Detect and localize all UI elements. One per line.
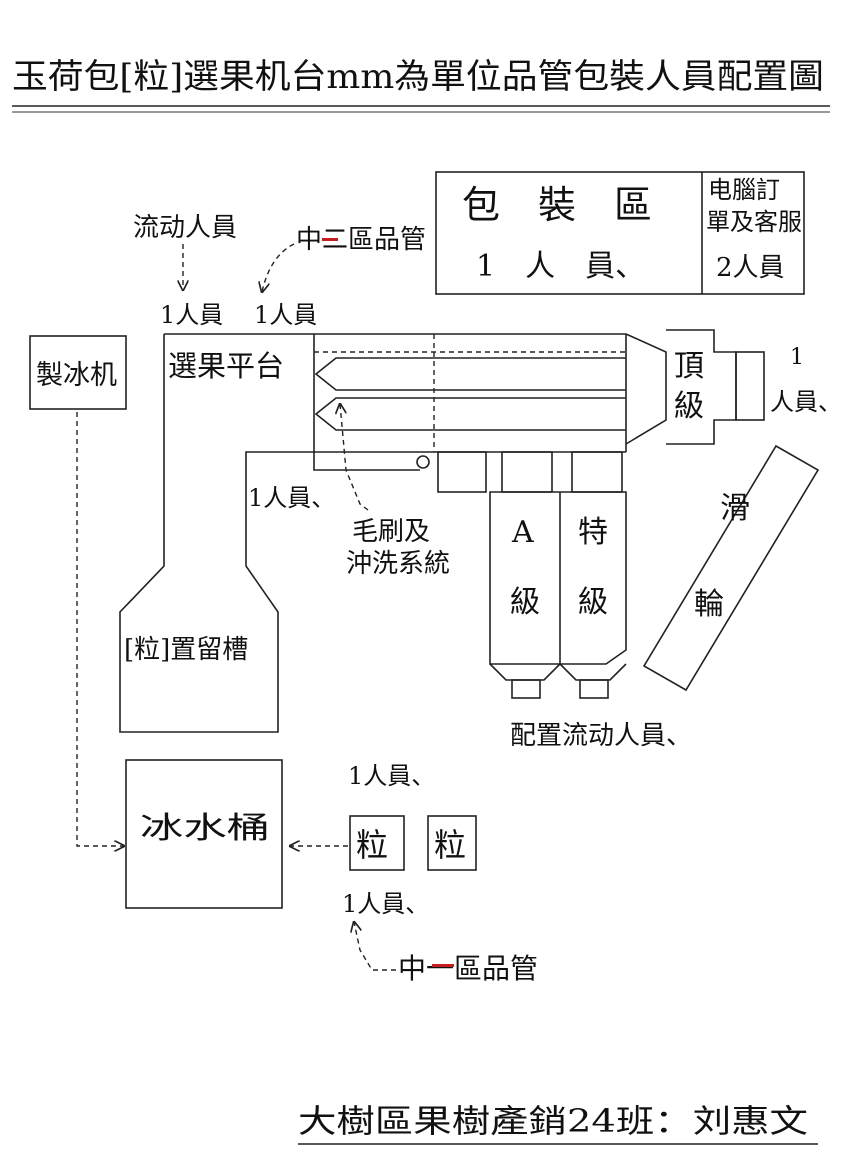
mid-qc-arrow — [262, 243, 295, 292]
grade-a-outlet — [511, 679, 541, 699]
staff-1b-label: 1人員 — [254, 301, 317, 329]
top-grade-bin — [735, 351, 765, 421]
fruit-box-2 — [427, 815, 477, 871]
bin-small-1 — [437, 451, 487, 493]
mid-qc-red-stroke — [322, 238, 338, 241]
ice-bucket-box — [125, 759, 283, 909]
packing-area-box — [435, 171, 805, 295]
lower-qc-arrow — [354, 922, 396, 971]
top-grade-funnel — [625, 333, 667, 445]
grade-special-spout — [559, 663, 627, 681]
grade-special-char-1: 特 — [578, 515, 608, 550]
brush-system-label-1: 毛刷及 — [352, 517, 430, 547]
grade-a-char-1: A — [511, 515, 534, 550]
right-staff-2: 人員、 — [770, 388, 842, 416]
holding-tank-label: [粒]置留槽 — [124, 635, 248, 665]
packing-area-title: 包 裝 區 — [462, 183, 652, 227]
mobile-staff-label: 流动人員 — [133, 213, 237, 243]
brush-system-label-2: 沖洗系統 — [346, 549, 450, 579]
brush-system-arrow — [340, 404, 369, 511]
order-service-title-2: 單及客服 — [706, 208, 802, 236]
order-service-title-1: 电腦訂 — [708, 176, 780, 204]
grade-hoppers-outline — [489, 491, 627, 665]
slide-wheel-chute — [642, 444, 820, 692]
grade-a-char-2: 級 — [510, 585, 540, 620]
bin-small-3 — [571, 451, 623, 493]
lower-qc-red-stroke — [432, 964, 454, 967]
grade-a-spout — [489, 663, 561, 681]
grade-special-char-2: 級 — [578, 585, 608, 620]
right-staff-1: 1 — [790, 345, 804, 370]
top-grade-box — [666, 329, 737, 445]
staff-1a-label: 1人員 — [160, 301, 223, 329]
holding-tank-outline — [119, 334, 420, 733]
grade-top-char-1: 頂 — [674, 349, 704, 384]
staff-left-label: 1人員、 — [248, 484, 335, 512]
page-title: 玉荷包[粒]選果机台mm為單位品管包裝人員配置圖 — [12, 57, 824, 97]
grade-top-char-2: 級 — [674, 389, 704, 424]
mid-qc-label: 中二區品管 — [296, 225, 426, 255]
conveyor-lane-1 — [314, 357, 626, 391]
fruit-box-1-label: 粒 — [356, 826, 388, 864]
conveyor-lane-2 — [314, 397, 626, 431]
fruit-box-2-label: 粒 — [434, 826, 466, 864]
staff-top-label: 1人員、 — [348, 762, 435, 790]
grade-special-outlet — [579, 679, 609, 699]
sorting-platform-label: 選果平台 — [168, 349, 284, 383]
ice-bucket-label: 冰水桶 — [140, 811, 270, 846]
bin-small-2 — [501, 451, 553, 493]
slide-wheel-char-2: 輪 — [694, 587, 724, 622]
ice-machine-box — [29, 335, 127, 410]
staff-bottom-label: 1人員、 — [342, 890, 429, 918]
mobile-config-label: 配置流动人員、 — [510, 721, 692, 751]
order-service-staff: 2人員 — [716, 253, 785, 283]
fruit-box-1 — [349, 815, 405, 871]
ice-machine-label: 製冰机 — [36, 360, 117, 391]
roller-icon — [416, 455, 430, 469]
packing-area-staff: 1 人 員、 — [476, 249, 645, 284]
footer-credit: 大樹區果樹產銷24班：刘惠文 — [298, 1102, 808, 1140]
slide-wheel-char-1: 滑 — [720, 491, 750, 526]
lower-qc-label: 中一區品管 — [398, 952, 538, 985]
ice-machine-line — [76, 412, 124, 846]
